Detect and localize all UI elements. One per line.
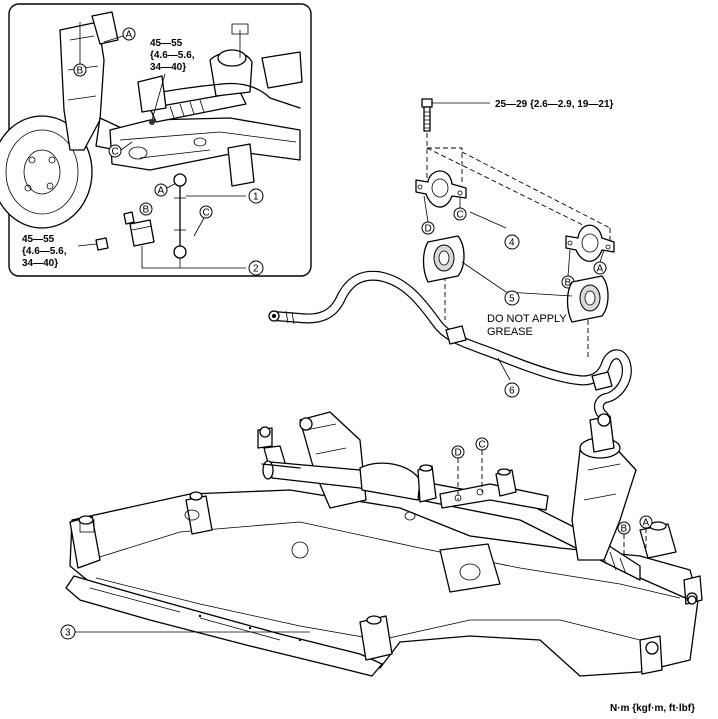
- inset-steering-rack: [149, 49, 253, 123]
- inset-torque-upper-line2: {4.6—5.6,: [150, 50, 195, 61]
- inset-torque-upper-line1: 45—55: [150, 38, 183, 49]
- bracket-letter-c: C: [457, 210, 464, 221]
- callout-4-group: 4: [469, 211, 520, 250]
- inset-stabilizer-bar: [137, 23, 303, 187]
- callout-4: 4: [509, 238, 515, 249]
- crossmember-letters: D C B A: [451, 437, 653, 556]
- inset-torque-lower: 45—55 {4.6—5.6, 34—40}: [22, 234, 109, 269]
- inset-letter-c-low: C: [203, 208, 210, 219]
- stabilizer-bushing-inset: 2: [123, 211, 264, 276]
- bracket-right: [565, 224, 615, 262]
- stabilizer-bushing-left: [422, 235, 465, 283]
- stabilizer-link: 1: [173, 173, 264, 259]
- inset-torque-lower-line2: {4.6—5.6,: [22, 246, 67, 257]
- inset-torque-upper: 45—55 {4.6—5.6, 34—40}: [149, 38, 195, 125]
- inset-letter-b-top: B: [77, 66, 84, 77]
- crossmember-letter-b: B: [621, 524, 628, 535]
- inset-letter-a-mid: A: [158, 186, 165, 197]
- inset-letter-b-mid: B: [143, 205, 150, 216]
- inset-letter-a-top: A: [126, 30, 133, 41]
- crossmember-letter-a: A: [643, 518, 650, 529]
- inset-torque-upper-line3: 34—40}: [150, 62, 186, 73]
- bracket-letters: D C B A: [421, 195, 607, 289]
- inset-letters: A B C A B C: [73, 22, 213, 237]
- callout-3: 3: [65, 628, 71, 639]
- units-label: N·m {kgf·m, ft·lbf}: [610, 703, 695, 714]
- crossmember-letter-d: D: [455, 448, 462, 459]
- inset-panel: 45—55 {4.6—5.6, 34—40} A B C A B C: [0, 3, 312, 277]
- bracket-bolt: 25—29 {2.6—2.9, 19—21}: [421, 98, 614, 132]
- crossmember: [65, 411, 703, 677]
- bracket-left: [415, 170, 467, 208]
- callout-1: 1: [253, 192, 259, 203]
- crossmember-letter-c: C: [479, 440, 486, 451]
- bolt-torque-label: 25—29 {2.6—2.9, 19—21}: [495, 99, 614, 110]
- grease-note-line2: GREASE: [487, 326, 533, 338]
- callout-5: 5: [509, 294, 515, 305]
- inset-torque-lower-line1: 45—55: [22, 234, 55, 245]
- inset-torque-lower-line3: 34—40}: [22, 258, 58, 269]
- callout-2: 2: [253, 264, 259, 275]
- bracket-letter-b: B: [565, 278, 572, 289]
- stabilizer-bushing-right: [566, 275, 609, 323]
- callout-3-group: 3: [60, 624, 310, 640]
- callout-6: 6: [509, 386, 515, 397]
- grease-note-line1: DO NOT APPLY: [487, 313, 567, 325]
- bracket-letter-d: D: [425, 224, 432, 235]
- callout-5-group: 5 DO NOT APPLY GREASE: [461, 261, 573, 338]
- inset-subframe: [109, 117, 301, 171]
- bracket-letter-a: A: [597, 264, 604, 275]
- inset-letter-c-mid: C: [112, 147, 119, 158]
